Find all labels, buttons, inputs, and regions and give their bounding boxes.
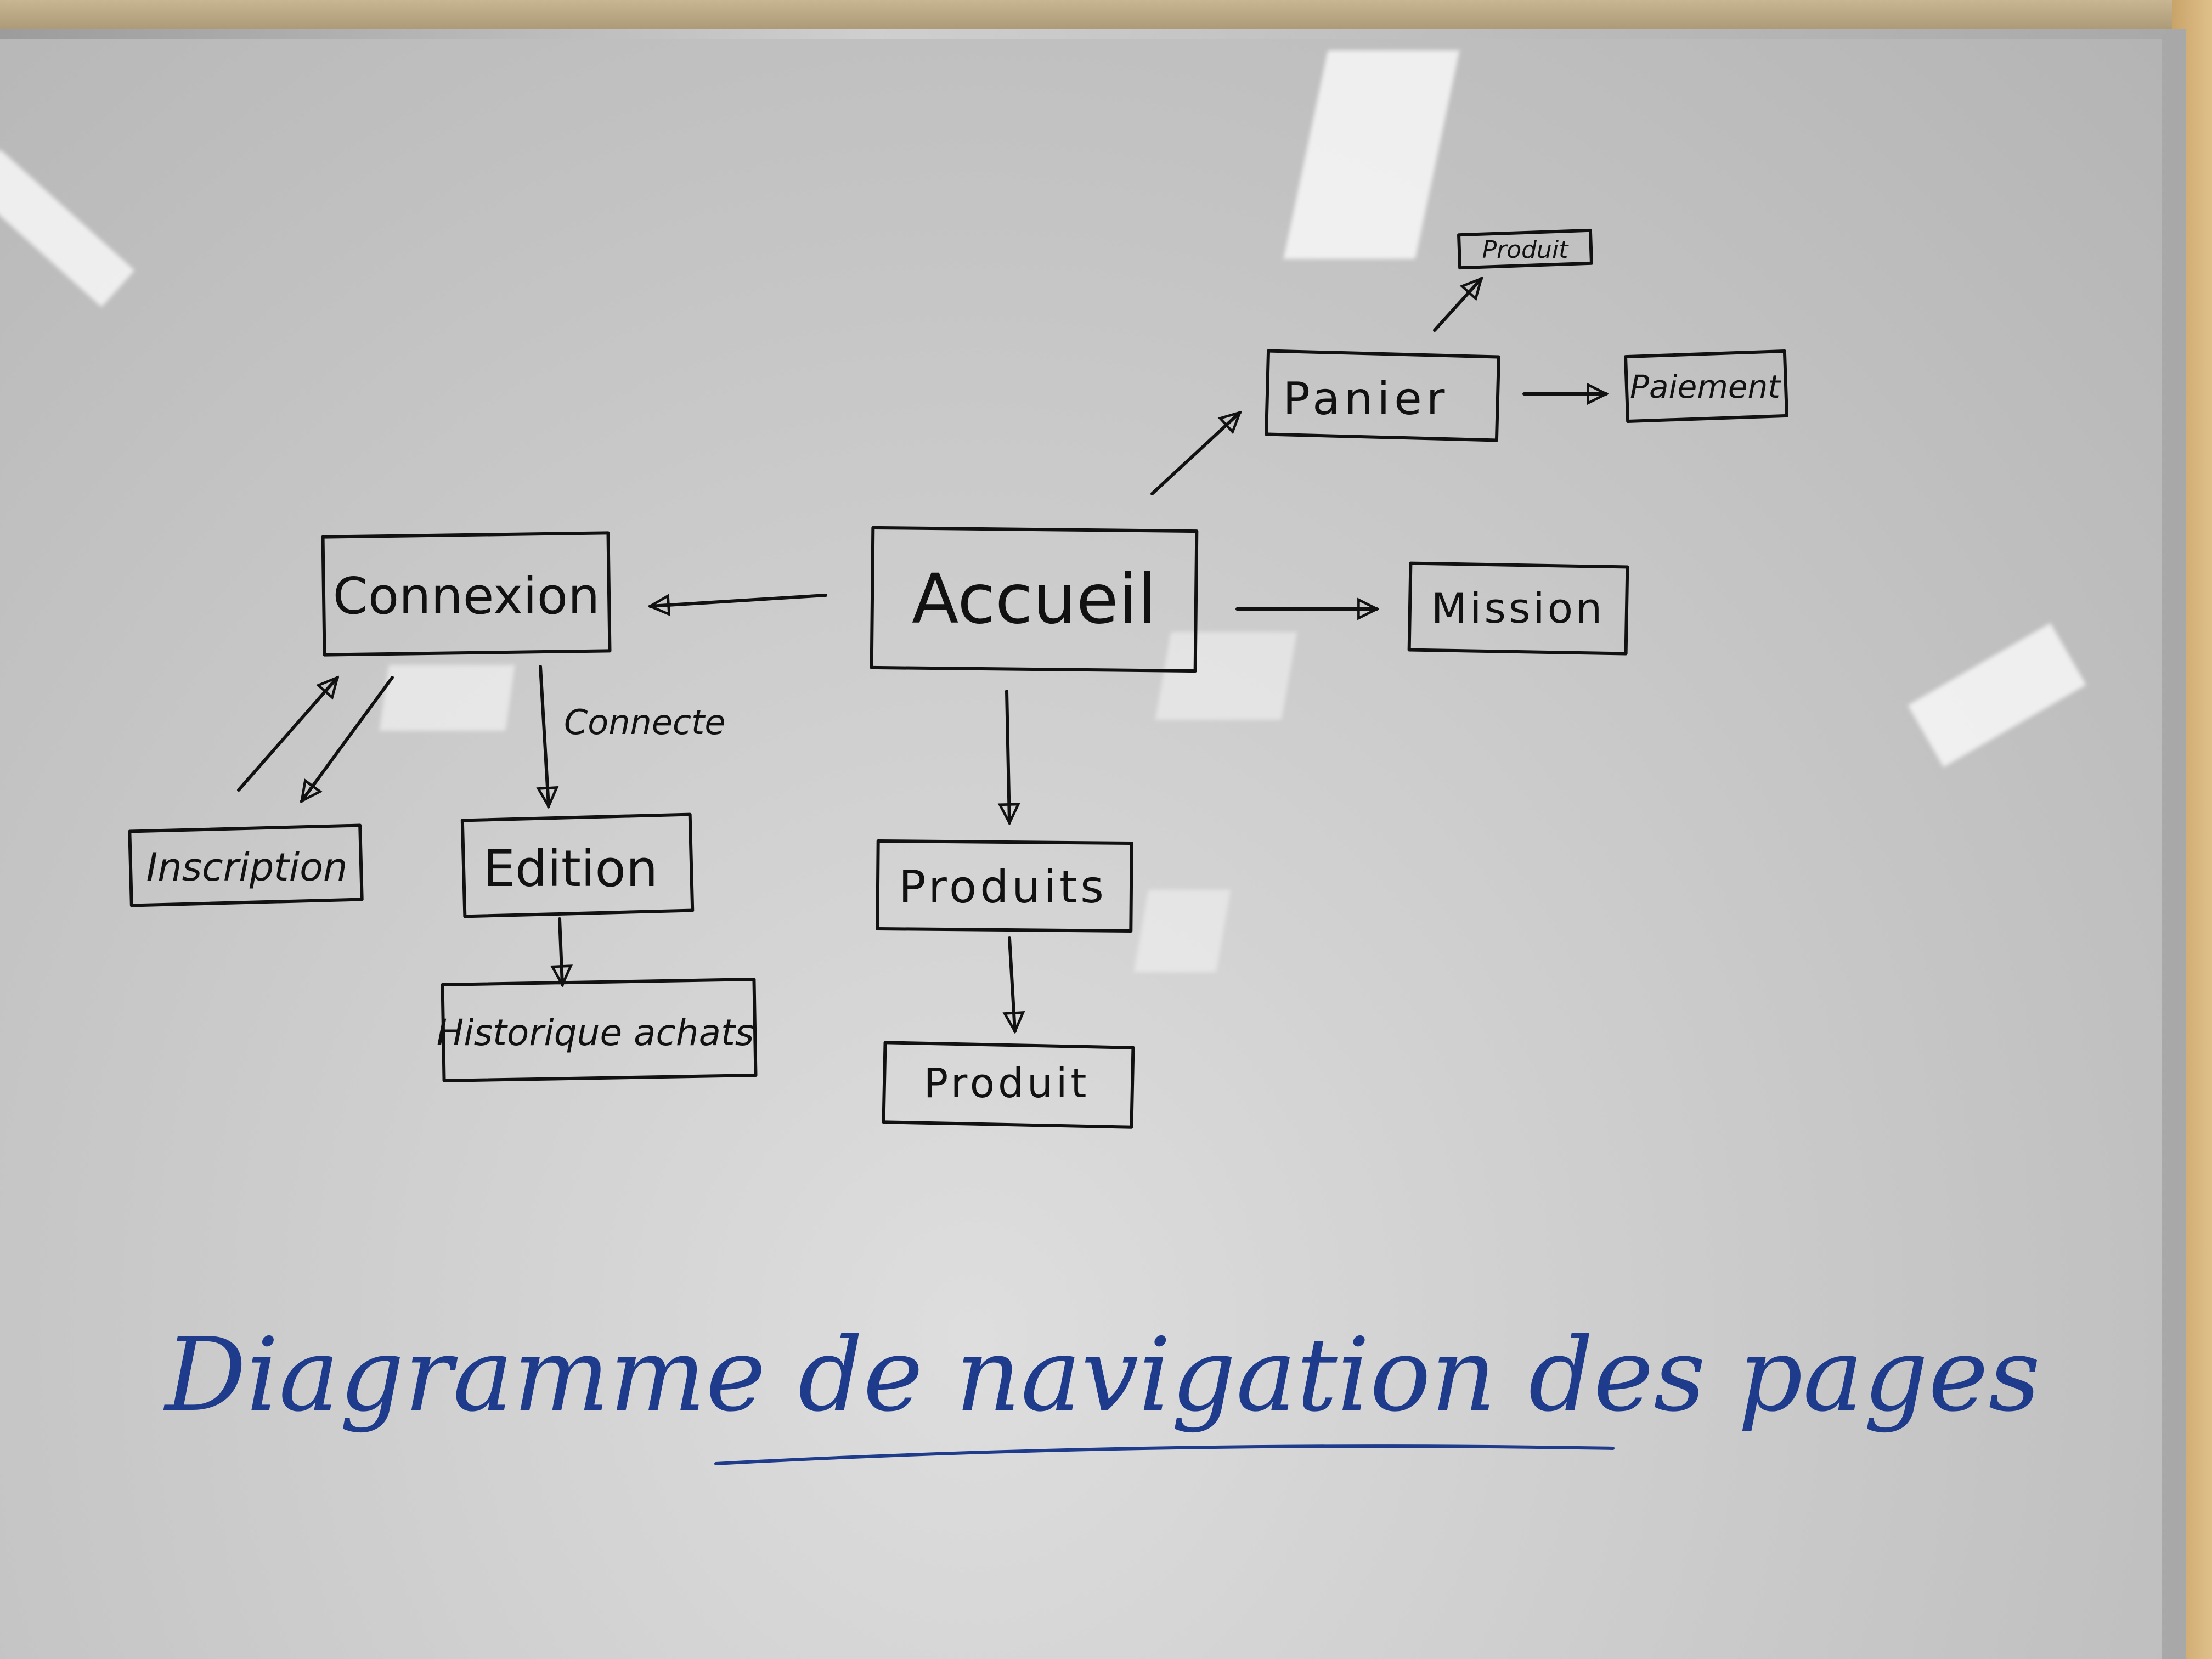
node-label-accueil: Accueil [912, 560, 1156, 639]
node-box-paiement [1624, 349, 1788, 424]
node-label-produits: Produits [899, 861, 1107, 913]
edge-accueil-produits [1007, 690, 1009, 823]
edge-accueil-panier [1150, 413, 1240, 495]
wall [0, 0, 2212, 33]
node-box-panier [1265, 349, 1500, 442]
node-label-historique: Historique achats [437, 1012, 754, 1054]
node-label-connexion: Connexion [333, 567, 600, 625]
node-label-mission: Mission [1431, 584, 1605, 633]
node-label-produit: Produit [924, 1060, 1090, 1107]
edge-label-connecte: Connecte [564, 702, 726, 742]
node-box-produit [882, 1041, 1135, 1129]
node-box-edition [460, 812, 695, 918]
edge-connexion-edition [540, 665, 549, 806]
node-box-historique [441, 978, 758, 1082]
node-label-panier-produit: Produit [1482, 236, 1570, 264]
node-box-produits [876, 839, 1133, 933]
edge-panier-produit [1433, 279, 1481, 332]
node-box-panier-produit [1457, 228, 1593, 270]
node-label-paiement: Paiement [1630, 368, 1781, 405]
title-underline [714, 1444, 1615, 1465]
node-label-panier: Panier [1283, 373, 1449, 425]
node-label-edition: Edition [483, 839, 658, 898]
edge-edition-historique [560, 917, 562, 985]
node-box-inscription [128, 823, 364, 907]
node-box-mission [1407, 561, 1629, 656]
node-box-connexion [321, 531, 612, 657]
edge-inscription-connexion [237, 678, 337, 792]
node-label-inscription: Inscription [146, 845, 348, 890]
node-box-accueil [870, 526, 1199, 673]
diagram-title: Diagramme de navigation des pages [163, 1316, 2041, 1434]
edge-produits-produit [1009, 936, 1015, 1031]
edge-connexion-inscription [302, 676, 394, 801]
edge-accueil-connexion [650, 594, 827, 606]
